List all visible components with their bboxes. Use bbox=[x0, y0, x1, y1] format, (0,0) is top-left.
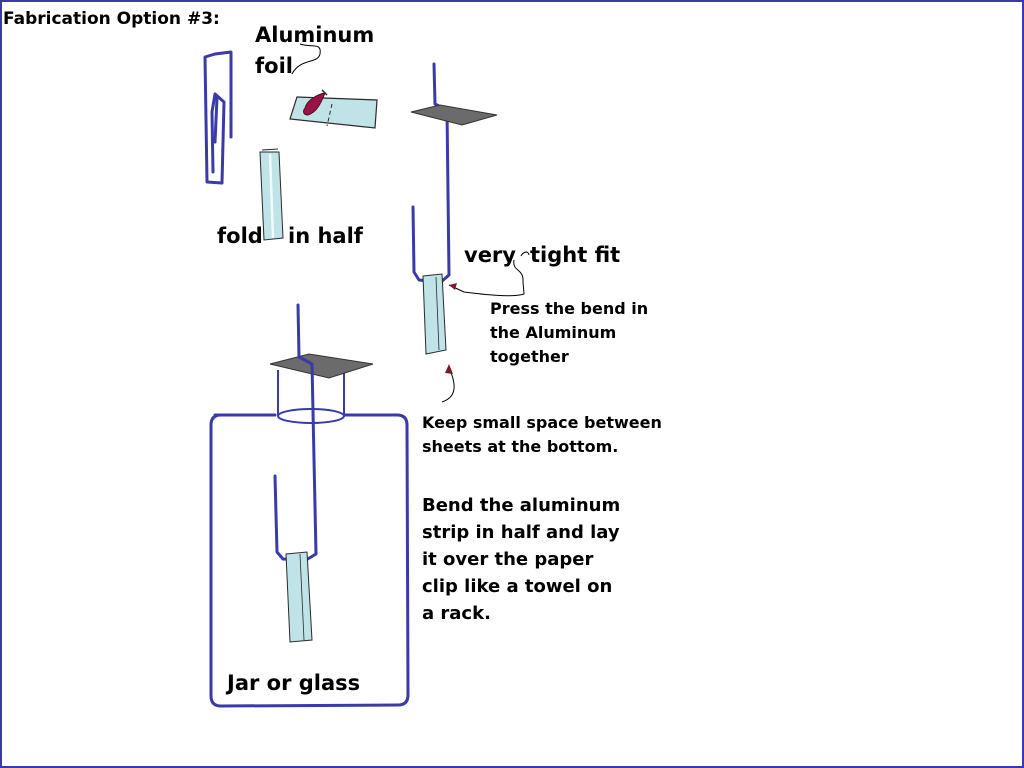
note-line: it over the paper bbox=[422, 549, 594, 570]
jar-assembly bbox=[209, 303, 410, 708]
keep-space-note: Keep small space between sheets at the b… bbox=[422, 411, 662, 459]
fold-label: fold bbox=[217, 224, 263, 248]
note-line: the Aluminum bbox=[490, 323, 617, 342]
bend-instructions: Bend the aluminum strip in half and lay … bbox=[422, 492, 620, 627]
note-line: Keep small space between bbox=[422, 413, 662, 432]
paper-clip-icon bbox=[203, 50, 233, 185]
note-line: strip in half and lay bbox=[422, 522, 620, 543]
aluminum-foil-strip bbox=[289, 89, 378, 129]
foil-label: foil bbox=[255, 54, 293, 78]
note-line: sheets at the bottom. bbox=[422, 437, 619, 456]
note-line: Press the bend in bbox=[490, 299, 649, 318]
tight-fit-leader bbox=[448, 259, 525, 297]
press-bend-note: Press the bend in the Aluminum together bbox=[490, 297, 648, 369]
note-line: together bbox=[490, 347, 569, 366]
jar-label: Jar or glass bbox=[227, 671, 361, 695]
folded-foil-strip bbox=[259, 148, 284, 241]
note-line: Bend the aluminum bbox=[422, 495, 621, 516]
in-half-label: in half bbox=[288, 224, 363, 248]
note-line: a rack. bbox=[422, 603, 491, 624]
very-label: very bbox=[464, 243, 516, 267]
tight-fit-label: tight fit bbox=[530, 243, 621, 267]
hanger-assembly-top bbox=[410, 62, 498, 355]
aluminum-label: Aluminum bbox=[255, 23, 375, 47]
page-title: Fabrication Option #3: bbox=[3, 9, 220, 29]
foil-leader-line bbox=[291, 43, 321, 75]
note-line: clip like a towel on bbox=[422, 576, 613, 597]
